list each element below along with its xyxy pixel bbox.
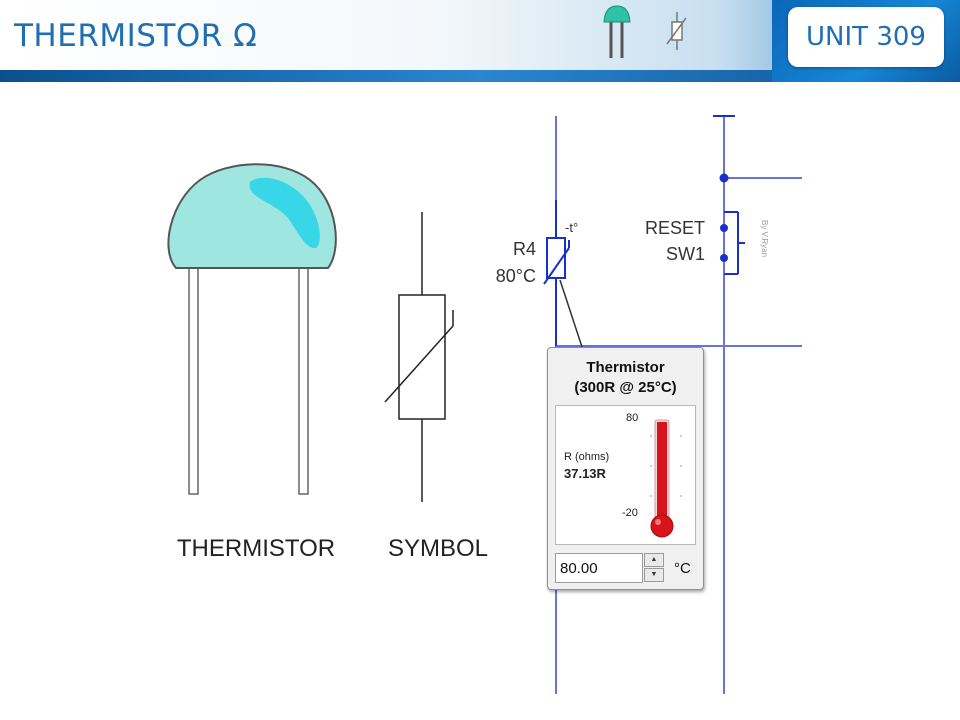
temperature-spinner[interactable]: ▲ ▼ (644, 553, 664, 583)
symbol-label: SYMBOL (388, 535, 488, 562)
thermistor-properties-popup: Thermistor (300R @ 25°C) 80 -20 R (ohms)… (547, 347, 704, 590)
scale-max-label: 80 (626, 412, 639, 424)
thermistor-label: THERMISTOR (177, 535, 335, 562)
resistance-value: 37.13R (564, 466, 606, 481)
thermometer-bulb-shine (655, 519, 661, 525)
switch-designator: SW1 (666, 244, 705, 264)
header-thermistor-icons (603, 5, 687, 58)
circuit-schematic: -t° R4 80°C RESET SW1 By V.Ryan (496, 115, 802, 694)
r4-temperature: 80°C (496, 266, 536, 286)
thermistor-symbol-icon (666, 12, 687, 50)
switch-name: RESET (645, 218, 705, 238)
scale-min-label: -20 (622, 507, 638, 519)
popup-title-name: Thermistor (586, 359, 665, 376)
thermistor-leg-right (298, 259, 309, 495)
thermistor-leg-left (188, 259, 199, 495)
junction-node (719, 173, 729, 183)
thermometer-panel: 80 -20 R (ohms) 37.13R (555, 405, 696, 545)
r4-marking: -t° (565, 220, 578, 235)
thermometer (650, 419, 682, 538)
header-circuit-band (0, 70, 960, 82)
popup-title-rating: (300R @ 25°C) (574, 379, 677, 396)
page-title: THERMISTOR Ω (14, 18, 258, 54)
credit-text: By V.Ryan (760, 220, 769, 257)
spin-down-button[interactable]: ▼ (644, 568, 664, 582)
temperature-unit: °C (674, 560, 691, 577)
thermistor-bead-icon (603, 5, 631, 58)
thermometer-fill (657, 422, 667, 522)
thermistor-component (167, 163, 337, 495)
header-bar: THERMISTOR Ω UNIT 309 (0, 0, 960, 82)
r4-designator: R4 (513, 239, 536, 259)
thermistor-bead-highlight (249, 177, 320, 249)
spin-up-button[interactable]: ▲ (644, 553, 664, 567)
unit-badge: UNIT 309 (788, 7, 944, 67)
grid-dots (650, 435, 682, 497)
sw1-switch-symbol (720, 211, 745, 275)
thermistor-diagram: THERMISTOR SYMBOL -t° R4 80°C (167, 115, 802, 694)
thermistor-circuit-symbol (384, 212, 454, 502)
r4-thermistor-symbol (543, 200, 570, 346)
thermometer-bulb (650, 514, 674, 538)
temperature-input[interactable] (555, 553, 643, 583)
popup-title: Thermistor (300R @ 25°C) (548, 358, 703, 398)
popup-pointer (559, 279, 583, 348)
resistance-label: R (ohms) (564, 451, 610, 463)
